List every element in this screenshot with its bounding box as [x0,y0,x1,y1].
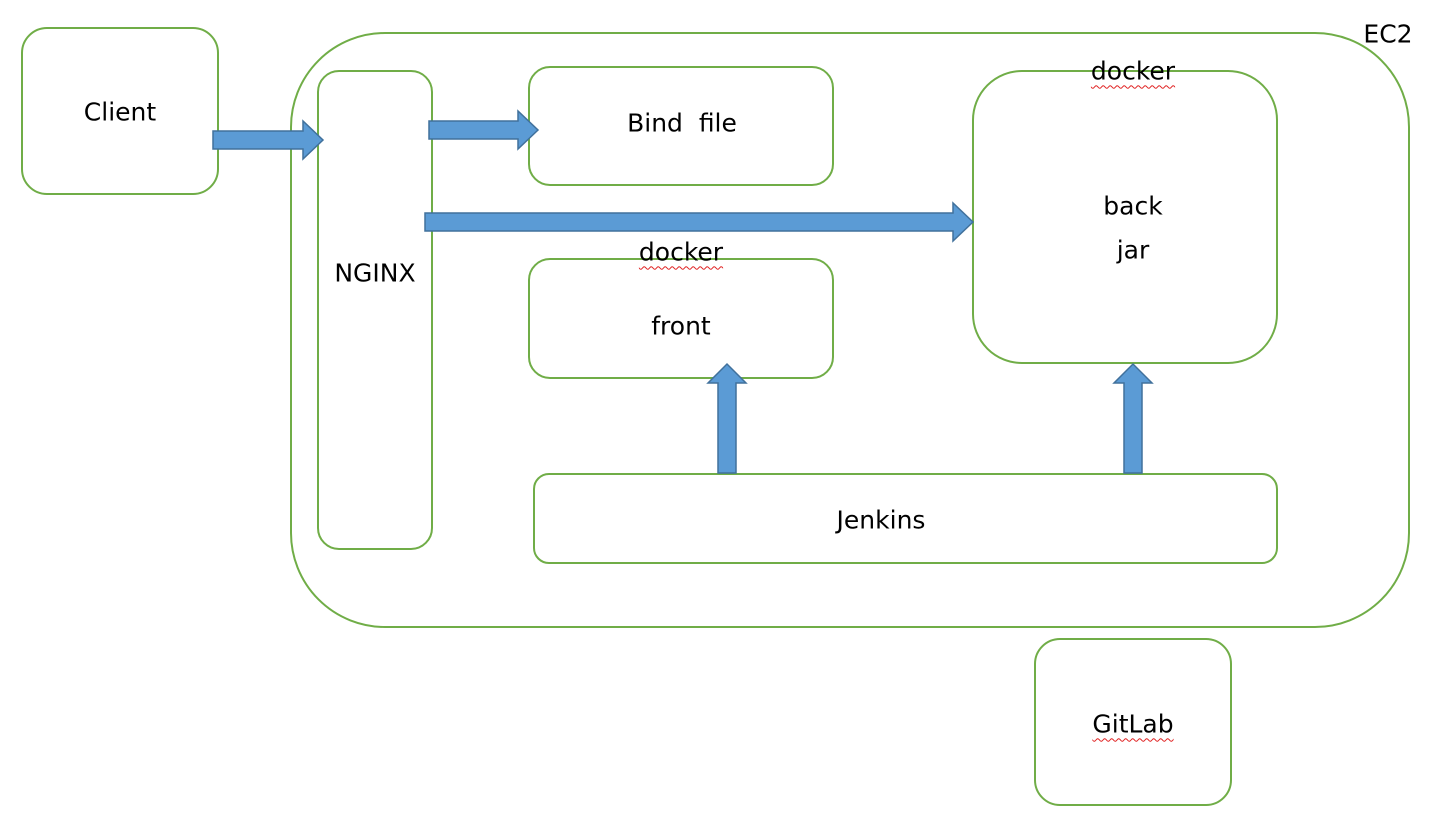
gitlab-box [1034,638,1232,806]
back-label: back [1103,191,1163,221]
ec2-label: EC2 [1363,19,1413,49]
bind-file-label: Bind file [627,108,737,138]
front-label: front [651,311,711,341]
front-docker-label: docker [638,237,724,267]
gitlab-label: GitLab [1092,709,1174,739]
nginx-label: NGINX [334,258,416,288]
nginx-box [317,70,433,550]
back-docker-label: docker [1090,56,1176,86]
client-box [21,27,219,195]
jar-label: jar [1116,235,1150,265]
back-box [972,70,1278,364]
bind-file-box [528,66,834,186]
jenkins-box [533,473,1278,564]
client-label: Client [83,97,157,127]
front-box [528,258,834,379]
jenkins-label: Jenkins [836,505,926,535]
